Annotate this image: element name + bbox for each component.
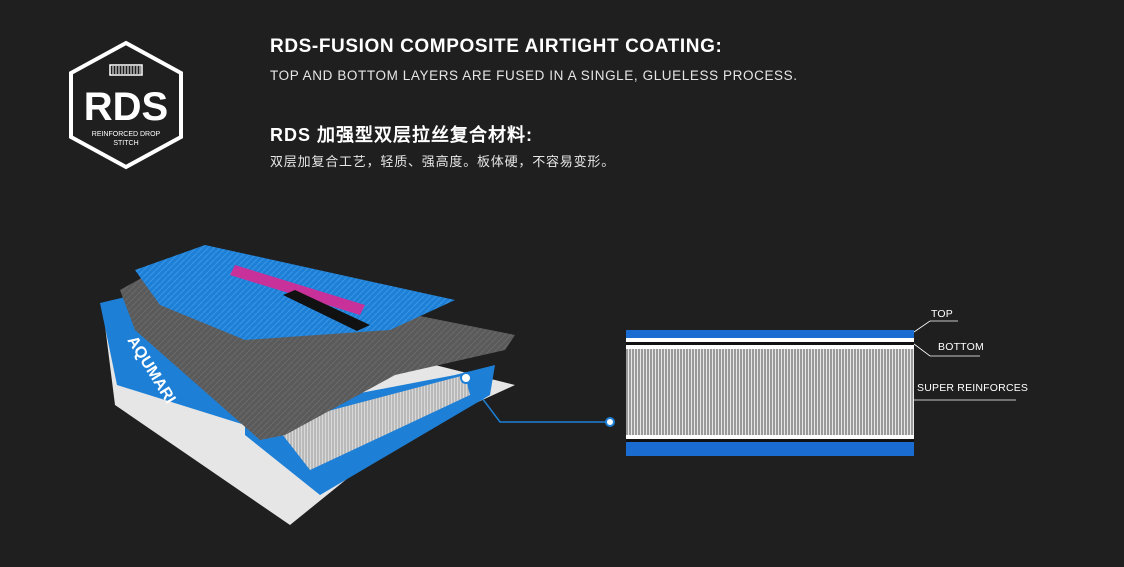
bottom-white-layer	[626, 435, 914, 439]
bottom-blue-layer	[626, 442, 914, 456]
english-heading: RDS-FUSION COMPOSITE AIRTIGHT COATING:	[270, 36, 723, 57]
drop-stitch-fibers	[626, 349, 914, 435]
cross-section-diagram	[626, 330, 916, 456]
chinese-heading: RDS 加强型双层拉丝复合材料:	[270, 125, 533, 145]
badge-subtitle-line2: STITCH	[113, 140, 138, 147]
chinese-body: 双层加复合工艺，轻质、强高度。板体硬，不容易变形。	[270, 154, 616, 169]
label-leader-lines	[913, 320, 1016, 401]
badge-subtitle-line1: REINFORCED DROP	[92, 131, 161, 138]
connector-start-dot	[460, 372, 472, 384]
top-white-layer-2	[626, 345, 914, 349]
board-cutaway-illustration: AQUMARI	[95, 235, 515, 535]
badge-title: RDS	[84, 85, 168, 129]
label-super-reinforces: SUPER REINFORCES	[917, 382, 1029, 394]
drop-stitch-core	[275, 375, 470, 470]
connector-end-dot	[605, 417, 615, 427]
deck-stripe-magenta	[230, 265, 365, 315]
top-blue-layer	[626, 330, 914, 338]
top-black-layer	[626, 342, 914, 345]
label-top: TOP	[931, 308, 953, 320]
connector-line	[460, 372, 615, 427]
label-bottom: BOTTOM	[938, 341, 984, 353]
deck-stripe-black	[283, 290, 370, 331]
english-body: TOP AND BOTTOM LAYERS ARE FUSED IN A SIN…	[270, 68, 798, 83]
rds-badge: RDS REINFORCED DROP STITCH	[66, 40, 186, 170]
top-white-layer	[626, 338, 914, 342]
bottom-black-layer	[626, 439, 914, 442]
hexagon-badge-icon: RDS REINFORCED DROP STITCH	[69, 40, 183, 170]
